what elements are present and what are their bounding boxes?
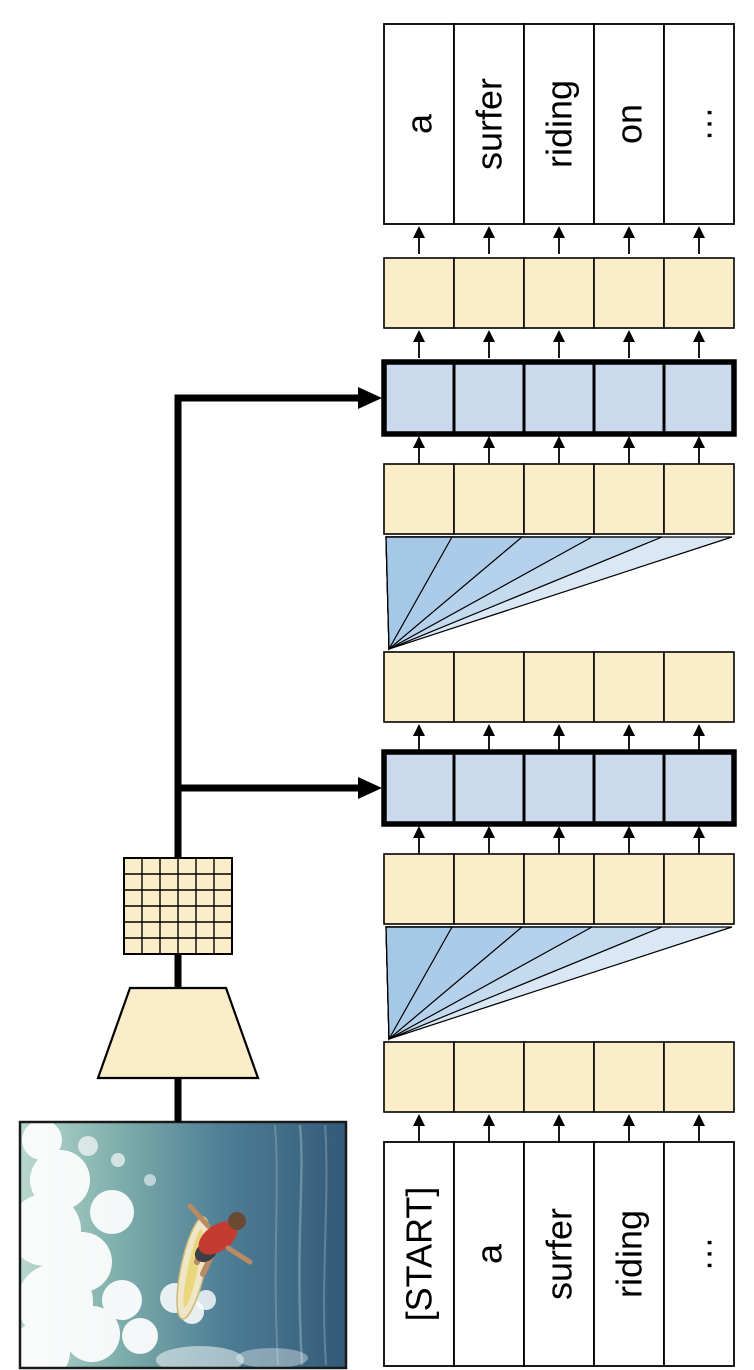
input-token-2: surfer <box>539 1208 580 1300</box>
output-token-2: riding <box>539 80 580 168</box>
cross-attention-arrowhead-bottom <box>358 777 382 799</box>
arrows-tokens-to-embedding <box>419 1116 699 1142</box>
wave-streak <box>298 1124 304 1366</box>
embedding-row-1 <box>383 1041 735 1113</box>
input-token-boxes: [START] a surfer riding … <box>383 1141 735 1367</box>
embedding-row-4 <box>383 463 735 535</box>
arrows-out-of-cross-attention-2 <box>419 332 699 358</box>
arrows-into-output-tokens <box>419 228 699 254</box>
input-token-3: riding <box>609 1210 650 1298</box>
embedding-row-5 <box>383 257 735 329</box>
output-token-3: on <box>609 104 650 144</box>
output-token-1: surfer <box>469 78 510 170</box>
cross-attention-row-2 <box>384 362 734 434</box>
input-image <box>18 1120 348 1370</box>
wave-streak <box>323 1124 328 1366</box>
output-token-boxes: a surfer riding on … <box>383 23 735 225</box>
arrows-out-of-cross-attention-1 <box>419 726 699 752</box>
whitewater-foam <box>20 1122 308 1368</box>
arrows-into-cross-attention-2 <box>419 438 699 464</box>
cross-attention-arrowhead-top <box>358 387 382 409</box>
surfer-arms <box>187 1203 253 1265</box>
embedding-row-2 <box>383 853 735 925</box>
feature-to-decoder-connectors <box>174 387 382 858</box>
image-feature-grid <box>123 857 233 955</box>
arrows-into-cross-attention-1 <box>419 828 699 854</box>
output-token-0: a <box>399 113 440 134</box>
output-token-4: … <box>679 106 720 142</box>
cross-attention-row-1 <box>384 752 734 824</box>
surfer-head <box>228 1212 246 1230</box>
input-token-1: a <box>469 1243 510 1264</box>
feature-trunk-line <box>174 394 358 858</box>
surfer-figure <box>160 1203 253 1324</box>
wave-streak <box>274 1124 279 1366</box>
input-token-0: [START] <box>399 1187 440 1322</box>
self-attention-fan-1 <box>385 926 733 1042</box>
embedding-row-3 <box>383 651 735 723</box>
cnn-trapezoid <box>96 986 260 1080</box>
self-attention-fan-2 <box>385 536 733 652</box>
input-token-4: … <box>679 1236 720 1272</box>
